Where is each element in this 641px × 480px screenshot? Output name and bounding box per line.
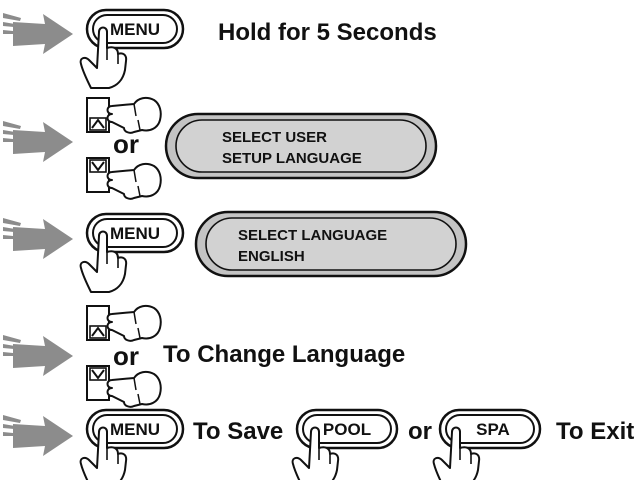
or-connector: or xyxy=(408,418,432,445)
step-4: or To Change Language xyxy=(3,304,405,408)
down-arrow-button[interactable] xyxy=(86,365,110,401)
menu-button-label: MENU xyxy=(110,20,160,39)
step-5: MENU To Save POOL or SPA To Exit xyxy=(3,408,634,480)
lcd-line-2: SETUP LANGUAGE xyxy=(222,150,362,167)
menu-button[interactable]: MENU xyxy=(85,212,185,254)
lcd-line-1: SELECT LANGUAGE xyxy=(238,227,387,244)
or-connector: or xyxy=(113,129,139,159)
step-arrow-icon xyxy=(3,121,73,162)
step-arrow-icon xyxy=(3,335,73,376)
step-1-instruction: Hold for 5 Seconds xyxy=(218,19,437,46)
save-instruction: To Save xyxy=(193,418,283,445)
menu-button[interactable]: MENU xyxy=(85,408,185,450)
hand-press-icon xyxy=(106,370,162,408)
pool-button-label: POOL xyxy=(323,420,371,439)
menu-button-label: MENU xyxy=(110,224,160,243)
step-4-instruction: To Change Language xyxy=(163,341,405,368)
spa-button-label: SPA xyxy=(476,420,510,439)
step-arrow-icon xyxy=(3,13,73,54)
menu-button[interactable]: MENU xyxy=(85,8,185,50)
menu-button-label: MENU xyxy=(110,420,160,439)
down-arrow-button[interactable] xyxy=(86,157,110,193)
up-arrow-button[interactable] xyxy=(86,305,110,341)
exit-instruction: To Exit xyxy=(556,418,634,445)
spa-button[interactable]: SPA xyxy=(438,408,542,450)
lcd-line-2: ENGLISH xyxy=(238,248,305,265)
up-arrow-button[interactable] xyxy=(86,97,110,133)
lcd-line-1: SELECT USER xyxy=(222,129,327,146)
step-1: MENU Hold for 5 Seconds xyxy=(3,8,437,89)
step-arrow-icon xyxy=(3,218,73,259)
step-arrow-icon xyxy=(3,415,73,456)
step-3: MENU SELECT LANGUAGE ENGLISH xyxy=(3,210,468,293)
hand-press-icon xyxy=(106,304,162,342)
lcd-display: SELECT LANGUAGE ENGLISH xyxy=(194,210,468,278)
lcd-display: SELECT USER SETUP LANGUAGE xyxy=(164,112,438,180)
or-connector: or xyxy=(113,341,139,371)
hand-press-icon xyxy=(106,96,162,134)
step-2: or SELECT USER SETUP LANGUAGE xyxy=(3,96,438,200)
hand-press-icon xyxy=(106,162,162,200)
pool-button[interactable]: POOL xyxy=(295,408,399,450)
